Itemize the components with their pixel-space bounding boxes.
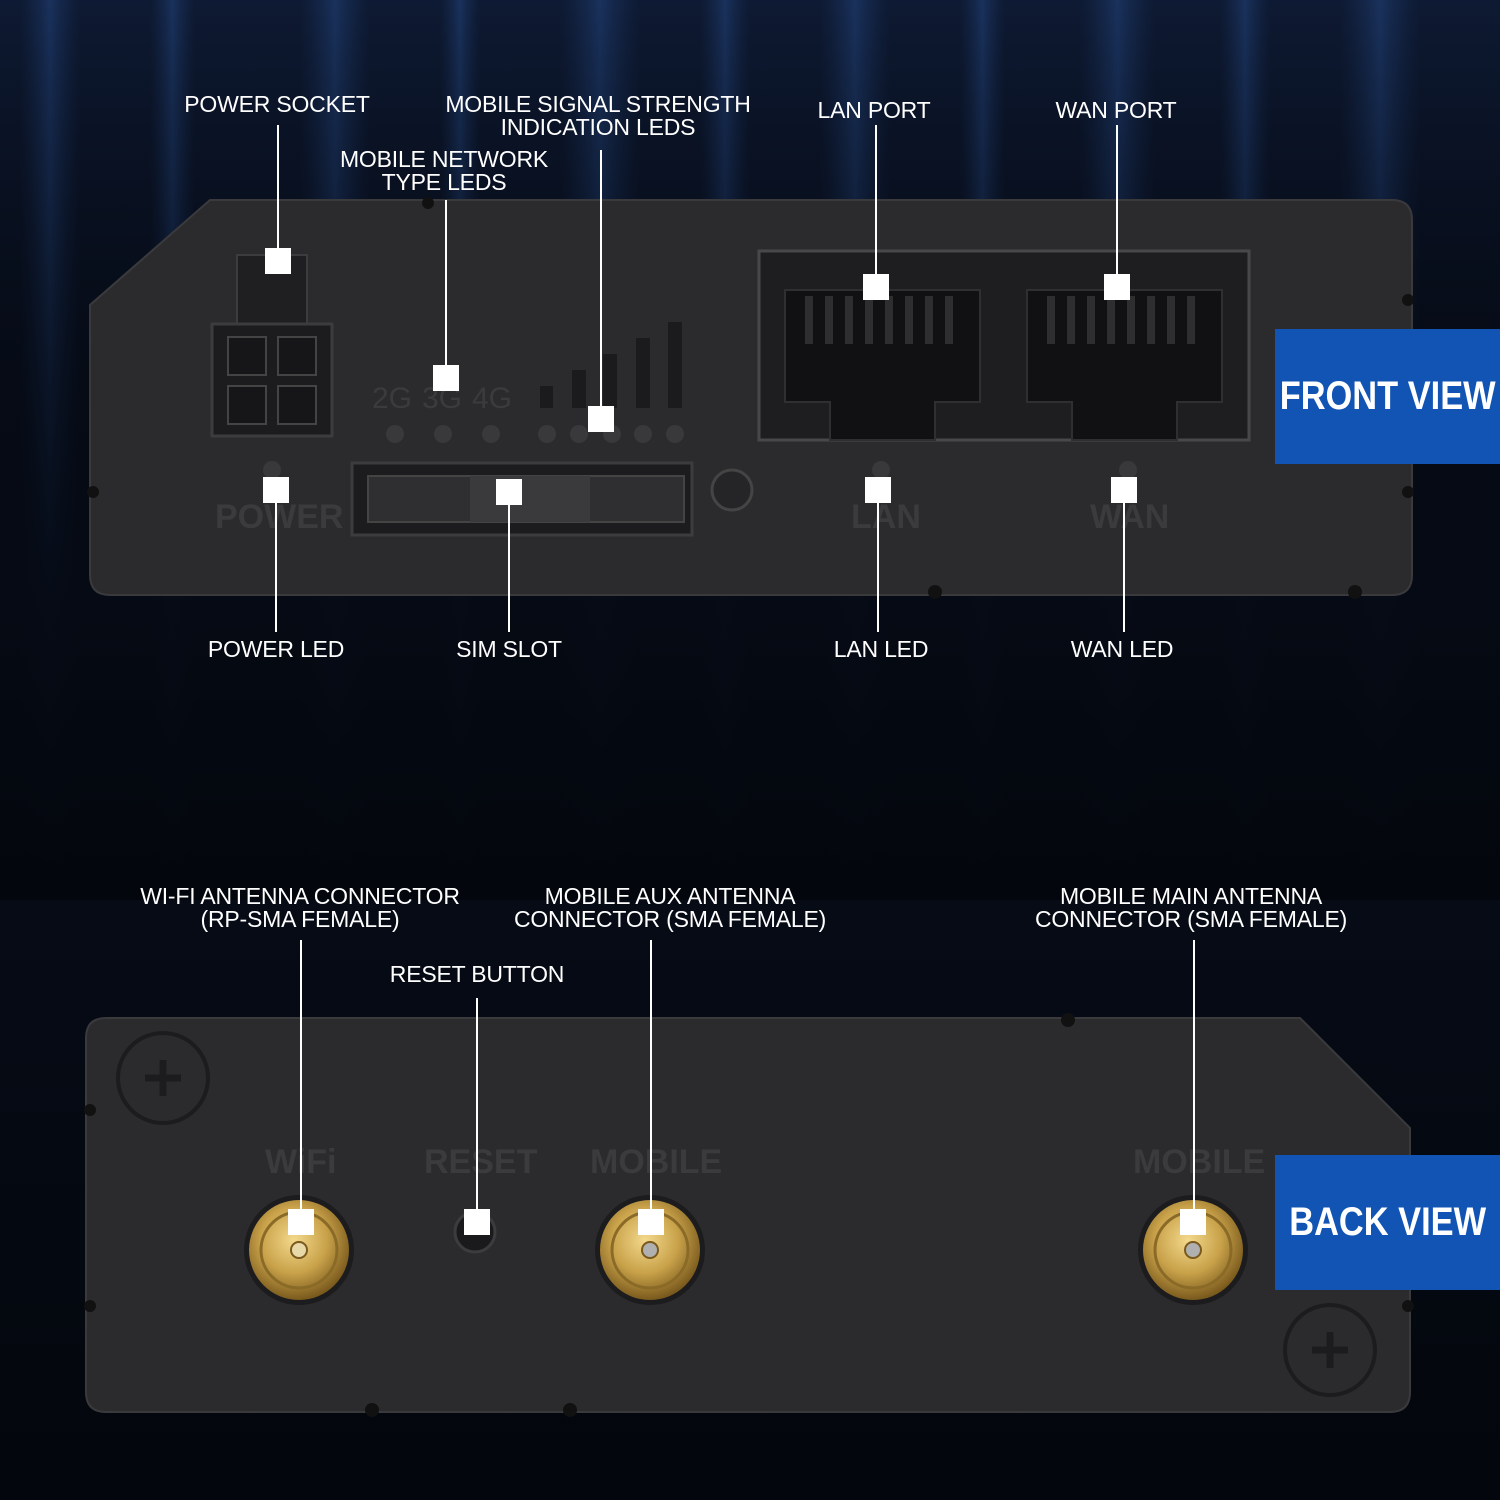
callout-reset-button: RESET BUTTON	[389, 961, 565, 987]
marker-lan-port	[863, 274, 889, 300]
network-type-leds: 2G 3G 4G	[372, 382, 512, 443]
callout-lan-port: LAN PORT	[817, 97, 931, 123]
lan-led: LAN	[851, 461, 921, 536]
marker-power-led	[263, 477, 289, 503]
mobile-main-antenna-connector	[1138, 1195, 1248, 1305]
front-leader-lines	[275, 125, 1125, 632]
label-mobile-main: MOBILE	[1133, 1143, 1265, 1181]
marker-power-socket	[265, 248, 291, 274]
back-view-label: BACK VIEW	[1289, 1200, 1487, 1244]
marker-reset-button	[464, 1209, 490, 1235]
marker-signal-strength	[588, 406, 614, 432]
callout-power-socket: POWER SOCKET	[184, 91, 370, 117]
signal-strength-leds	[538, 322, 684, 443]
front-view-label: FRONT VIEW	[1279, 374, 1496, 418]
label-lan: LAN	[851, 498, 921, 536]
screw-bottom-right-icon	[1283, 1303, 1377, 1397]
wifi-antenna-connector	[244, 1195, 354, 1305]
back-markers	[288, 1209, 1206, 1235]
power-socket	[210, 254, 334, 438]
back-view-badge: BACK VIEW	[1275, 1155, 1500, 1290]
label-wan: WAN	[1090, 498, 1169, 536]
callout-wifi-antenna-connector: WI-FI ANTENNA CONNECTOR (RP-SMA FEMALE)	[140, 883, 460, 932]
label-power: POWER	[215, 498, 343, 536]
label-4g: 4G	[472, 382, 512, 415]
callout-mobile-aux-antenna: MOBILE AUX ANTENNA CONNECTOR (SMA FEMALE…	[513, 883, 827, 932]
marker-wifi-connector	[288, 1209, 314, 1235]
callout-sim-slot: SIM SLOT	[456, 636, 562, 662]
marker-mobile-main	[1180, 1209, 1206, 1235]
power-led: POWER	[215, 461, 343, 536]
marker-sim-slot	[496, 479, 522, 505]
marker-mobile-aux	[638, 1209, 664, 1235]
front-view-badge: FRONT VIEW	[1275, 329, 1500, 464]
marker-network-type	[433, 365, 459, 391]
ethernet-ports	[757, 249, 1251, 442]
wan-led: WAN	[1090, 461, 1169, 536]
sim-slot	[350, 461, 694, 537]
callout-network-type-leds: MOBILE NETWORK TYPE LEDS	[339, 146, 549, 195]
marker-wan-led	[1111, 477, 1137, 503]
marker-wan-port	[1104, 274, 1130, 300]
back-engraved-labels: WiFi RESET MOBILE MOBILE	[265, 1143, 1265, 1181]
callout-power-led: POWER LED	[207, 636, 345, 662]
callout-wan-port: WAN PORT	[1055, 97, 1177, 123]
back-leader-lines	[300, 940, 1195, 1222]
label-mobile-aux: MOBILE	[590, 1143, 722, 1181]
wan-port	[1026, 289, 1223, 441]
sim-eject-hole-icon	[710, 468, 754, 512]
callout-lan-led: LAN LED	[833, 636, 929, 662]
label-reset: RESET	[424, 1143, 538, 1181]
screw-top-left-icon	[116, 1031, 210, 1125]
back-panel: WiFi RESET MOBILE MOBILE	[84, 1013, 1414, 1417]
callout-wan-led: WAN LED	[1070, 636, 1174, 662]
front-markers	[263, 248, 1137, 505]
lan-port	[784, 289, 981, 441]
front-panel: 2G 3G 4G POWER	[87, 197, 1414, 599]
callout-signal-strength-leds: MOBILE SIGNAL STRENGTH INDICATION LEDS	[445, 91, 751, 140]
label-2g: 2G	[372, 382, 412, 415]
callout-mobile-main-antenna: MOBILE MAIN ANTENNA CONNECTOR (SMA FEMAL…	[1034, 883, 1348, 932]
marker-lan-led	[865, 477, 891, 503]
